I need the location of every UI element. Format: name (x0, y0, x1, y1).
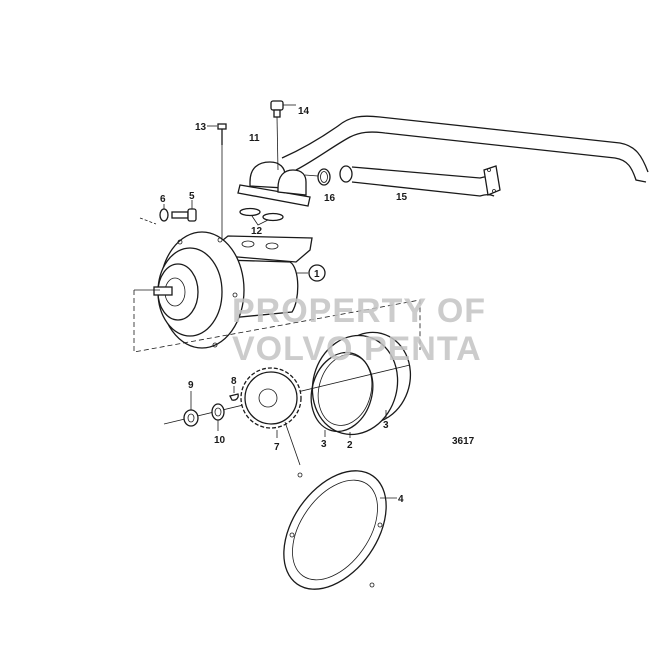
callout-14: 14 (298, 106, 310, 117)
callout-6: 6 (160, 194, 166, 205)
callout-9: 9 (188, 380, 194, 391)
callout-5: 5 (189, 191, 195, 202)
washer-part-6 (159, 204, 169, 222)
nut-part-9 (183, 391, 199, 427)
watermark-line-2: VOLVO PENTA (232, 330, 482, 368)
callout-2: 2 (347, 440, 353, 451)
bolt-part-13 (207, 123, 227, 245)
assembly-outline (133, 289, 421, 353)
callout-7: 7 (274, 442, 280, 453)
callout-4: 4 (398, 494, 404, 505)
bolt-part-5 (139, 200, 197, 225)
callout-15: 15 (396, 192, 408, 203)
callout-1: 1 (314, 269, 320, 280)
callout-1-circle (308, 264, 326, 282)
callout-3a: 3 (321, 439, 327, 450)
callout-12: 12 (251, 226, 263, 237)
callout-labels: 1 2 3 3 3 4 5 6 7 8 9 10 11 12 13 14 15 … (160, 106, 475, 505)
o-rings-part-12 (239, 207, 284, 226)
watermark: PROPERTY OF VOLVO PENTA (232, 292, 486, 368)
temperature-sender-part-14 (270, 100, 296, 171)
drawing-number: 3617 (452, 436, 475, 447)
callout-11: 11 (249, 133, 260, 144)
outlet-pipe (281, 115, 649, 183)
lock-washer-part-10 (211, 403, 225, 431)
gasket-part-4 (283, 421, 397, 590)
callout-3b: 3 (383, 420, 389, 431)
gear-part-7 (240, 367, 302, 438)
callout-8: 8 (231, 376, 237, 387)
impeller-housing-parts-2-3 (310, 331, 412, 438)
seal-ring-part-16 (304, 168, 331, 186)
callout-16: 16 (324, 193, 336, 204)
callout-13: 13 (195, 122, 207, 133)
watermark-line-1: PROPERTY OF (232, 292, 486, 330)
pipe-part-15 (339, 165, 501, 197)
key-part-8 (229, 386, 239, 401)
callout-10: 10 (214, 435, 226, 446)
sea-water-pump-part-1 (153, 231, 313, 349)
thermostat-housing-part-11 (237, 161, 311, 207)
